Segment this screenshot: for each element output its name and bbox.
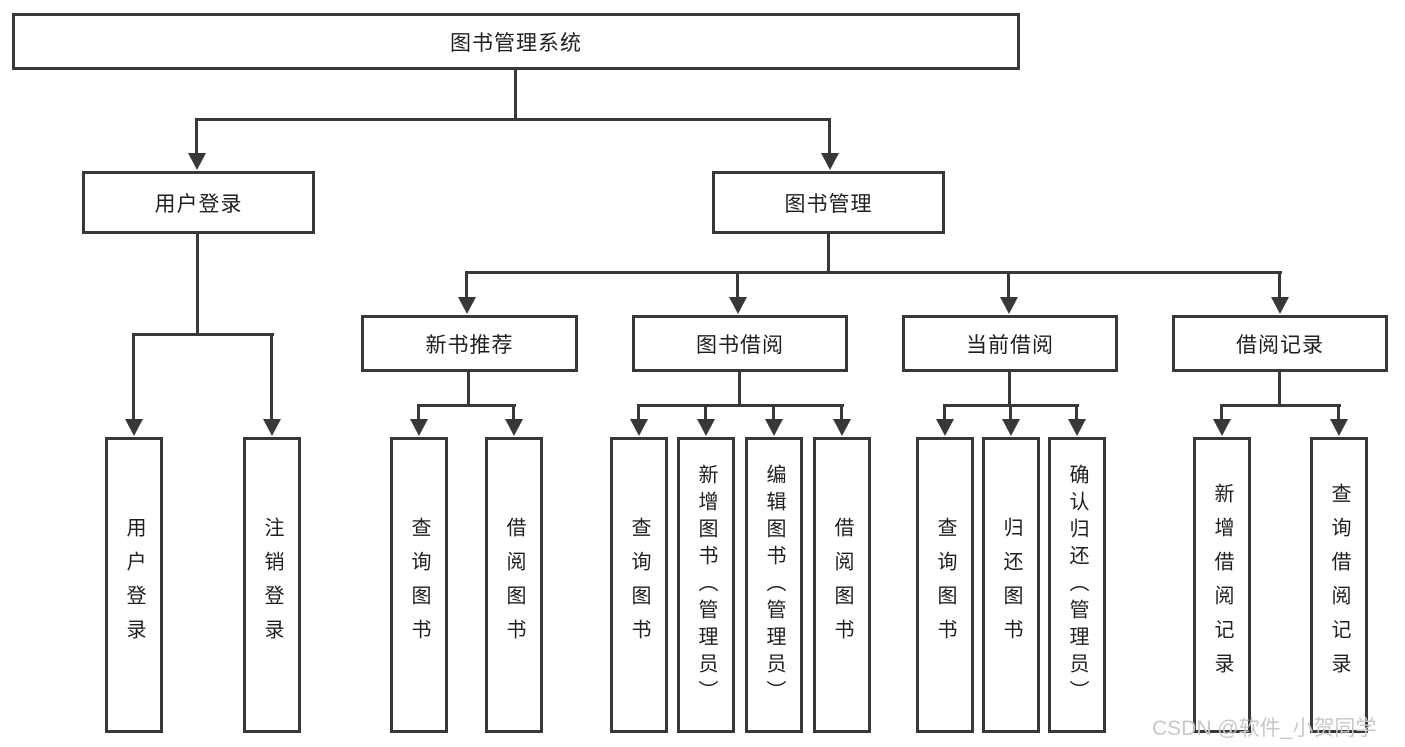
arrow-down-icon — [697, 419, 715, 436]
node-user-login: 用户登录 — [82, 171, 315, 234]
connector-line — [1075, 404, 1078, 422]
leaf-return-books: 归还图书 — [982, 437, 1040, 733]
node-book-management: 图书管理 — [712, 171, 945, 234]
arrow-down-icon — [729, 297, 747, 314]
leaf-edit-books-admin: 编辑图书（管理员） — [745, 437, 803, 733]
connector-line — [840, 404, 843, 422]
arrow-down-icon — [263, 419, 281, 436]
connector-line — [132, 333, 135, 422]
leaf-label: 查询图书 — [934, 517, 956, 653]
leaf-label: 借阅图书 — [503, 517, 525, 653]
connector-line — [1278, 372, 1281, 407]
leaf-label: 查询借阅记录 — [1328, 483, 1350, 687]
connector-line — [1220, 404, 1341, 407]
connector-line — [417, 404, 420, 422]
connector-line — [196, 234, 199, 336]
node-label: 用户登录 — [154, 192, 243, 216]
connector-line — [738, 372, 741, 407]
leaf-label: 新增借阅记录 — [1211, 483, 1233, 687]
leaf-query-books: 查询图书 — [610, 437, 668, 733]
leaf-borrow-books: 借阅图书 — [485, 437, 543, 733]
connector-line — [132, 333, 274, 336]
node-label: 借阅记录 — [1236, 333, 1324, 357]
connector-line — [637, 404, 844, 407]
node-library-system: 图书管理系统 — [12, 13, 1020, 70]
watermark-text: CSDN @软件_小贺同学 — [1152, 717, 1377, 740]
arrow-down-icon — [188, 153, 206, 170]
connector-line — [465, 271, 1282, 274]
connector-line — [1278, 271, 1281, 301]
connector-line — [195, 118, 831, 121]
connector-line — [417, 404, 516, 407]
arrow-down-icon — [833, 419, 851, 436]
arrow-down-icon — [1068, 419, 1086, 436]
connector-line — [512, 404, 515, 422]
arrow-down-icon — [1271, 297, 1289, 314]
arrow-down-icon — [1330, 419, 1348, 436]
leaf-query-books: 查询图书 — [390, 437, 448, 733]
leaf-label: 查询图书 — [408, 517, 430, 653]
connector-line — [704, 404, 707, 422]
connector-line — [1220, 404, 1223, 422]
connector-line — [465, 271, 468, 301]
connector-line — [736, 271, 739, 301]
connector-line — [828, 118, 831, 156]
connector-line — [943, 404, 946, 422]
connector-line — [1009, 404, 1012, 422]
leaf-query-borrow-record: 查询借阅记录 — [1310, 437, 1368, 733]
node-borrowing-records: 借阅记录 — [1172, 315, 1388, 372]
connector-line — [1337, 404, 1340, 422]
leaf-query-books: 查询图书 — [916, 437, 974, 733]
leaf-label: 确认归还（管理员） — [1066, 463, 1088, 707]
connector-line — [772, 404, 775, 422]
leaf-label: 查询图书 — [628, 517, 650, 653]
connector-line — [195, 118, 198, 156]
arrow-down-icon — [125, 419, 143, 436]
leaf-user-login: 用户登录 — [105, 437, 163, 733]
node-label: 新书推荐 — [425, 333, 514, 357]
node-new-book-recommend: 新书推荐 — [361, 315, 578, 372]
connector-line — [637, 404, 640, 422]
connector-line — [270, 333, 273, 422]
leaf-add-books-admin: 新增图书（管理员） — [677, 437, 735, 733]
arrow-down-icon — [1000, 297, 1018, 314]
leaf-label: 注销登录 — [261, 517, 283, 653]
arrow-down-icon — [765, 419, 783, 436]
node-label: 当前借阅 — [966, 333, 1054, 357]
node-current-borrowing: 当前借阅 — [902, 315, 1118, 372]
arrow-down-icon — [1002, 419, 1020, 436]
leaf-label: 用户登录 — [123, 517, 145, 653]
arrow-down-icon — [458, 297, 476, 314]
node-label: 图书借阅 — [696, 333, 784, 357]
connector-line — [1007, 271, 1010, 301]
leaf-add-borrow-record: 新增借阅记录 — [1193, 437, 1251, 733]
node-label: 图书管理系统 — [450, 31, 582, 55]
connector-line — [514, 70, 517, 121]
connector-line — [827, 234, 830, 274]
arrow-down-icon — [936, 419, 954, 436]
arrow-down-icon — [821, 153, 839, 170]
arrow-down-icon — [410, 419, 428, 436]
leaf-label: 归还图书 — [1000, 517, 1022, 653]
arrow-down-icon — [505, 419, 523, 436]
arrow-down-icon — [630, 419, 648, 436]
leaf-confirm-return-admin: 确认归还（管理员） — [1048, 437, 1106, 733]
leaf-label: 新增图书（管理员） — [695, 463, 717, 707]
leaf-borrow-books: 借阅图书 — [813, 437, 871, 733]
connector-line — [1008, 372, 1011, 407]
connector-line — [467, 372, 470, 407]
leaf-label: 借阅图书 — [831, 517, 853, 653]
leaf-logout: 注销登录 — [243, 437, 301, 733]
arrow-down-icon — [1213, 419, 1231, 436]
node-book-borrowing: 图书借阅 — [632, 315, 848, 372]
node-label: 图书管理 — [784, 192, 873, 216]
leaf-label: 编辑图书（管理员） — [763, 463, 785, 707]
